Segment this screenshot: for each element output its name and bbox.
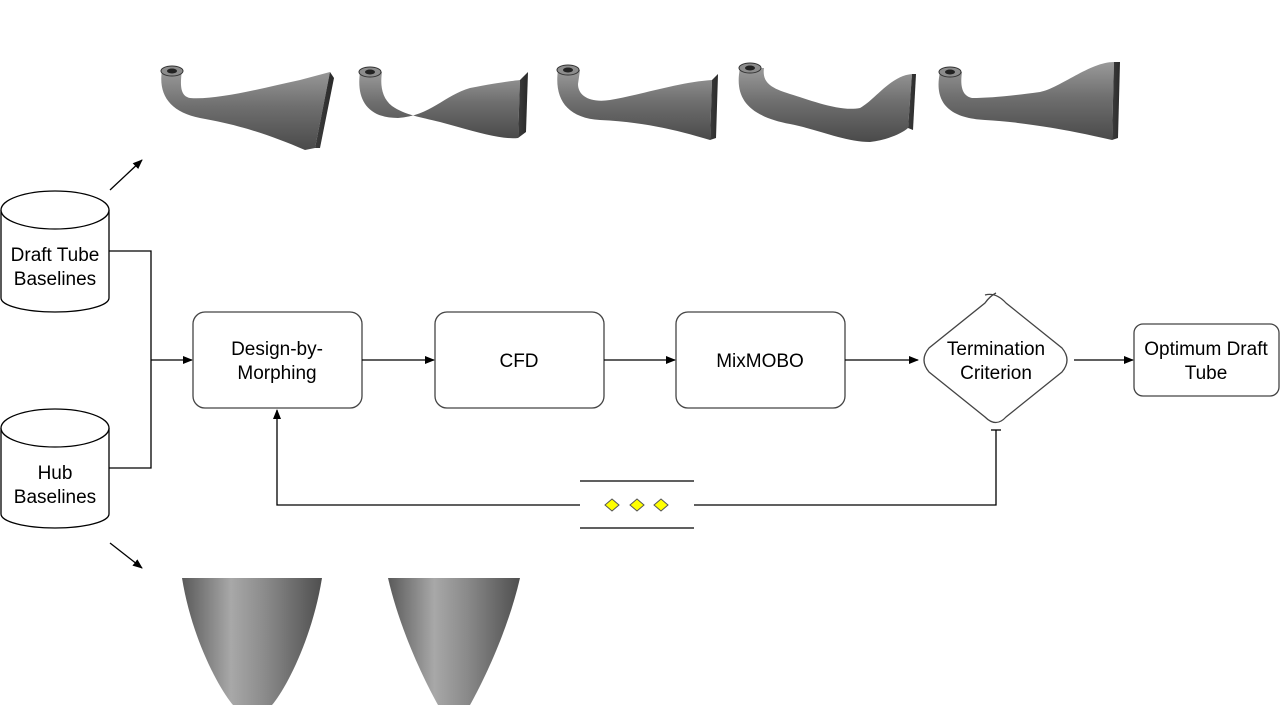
draft-tube-baselines-label-line1: Draft Tube — [11, 245, 100, 266]
draft-tube-shape-5 — [938, 62, 1120, 140]
hub-baselines-database: Hub Baselines — [0, 408, 110, 529]
hub-cone-shape-1 — [182, 578, 322, 705]
draft-tube-shape-3 — [556, 64, 718, 140]
loop-dot-2 — [629, 498, 645, 512]
optimum-draft-tube-node: Optimum Draft Tube — [1133, 323, 1280, 397]
hub-cone-shape-2 — [388, 578, 520, 705]
hub-cone-render-icon — [182, 578, 520, 705]
design-by-morphing-node: Design-by- Morphing — [192, 311, 363, 409]
draft-tube-shape-4 — [738, 62, 916, 142]
design-by-morphing-label-line1: Design-by- — [231, 339, 323, 360]
cfd-node: CFD — [434, 311, 605, 409]
loop-dot-3 — [653, 498, 669, 512]
design-by-morphing-label-line2: Morphing — [237, 363, 316, 384]
diamond-ellipsis-icon — [580, 480, 694, 529]
cfd-label: CFD — [499, 351, 538, 372]
hub-baselines-label-line1: Hub — [38, 463, 73, 484]
termination-criterion-label-line1: Termination — [947, 339, 1045, 360]
draft-tube-baselines-label-line2: Baselines — [14, 269, 96, 290]
draft-tube-shape-2 — [358, 66, 528, 139]
arrow-to-hub-renders — [109, 542, 143, 569]
draft-tube-shape-1 — [160, 65, 334, 150]
optimum-draft-tube-label-line2: Tube — [1185, 363, 1228, 384]
termination-criterion-node: Termination Criterion — [923, 292, 1068, 424]
termination-criterion-label-line2: Criterion — [960, 363, 1032, 384]
mixmobo-node: MixMOBO — [675, 311, 846, 409]
hub-baselines-label-line2: Baselines — [14, 487, 96, 508]
draft-tube-baselines-database: Draft Tube Baselines — [0, 190, 110, 313]
arrow-to-draft-tube-renders — [109, 159, 143, 191]
mixmobo-label: MixMOBO — [716, 351, 804, 372]
database-merge-connector — [109, 250, 193, 469]
loop-dot-1 — [604, 498, 620, 512]
optimum-draft-tube-label-line1: Optimum Draft — [1144, 339, 1268, 360]
draft-tube-render-icon — [160, 62, 1120, 150]
feedback-loop — [273, 409, 1001, 506]
